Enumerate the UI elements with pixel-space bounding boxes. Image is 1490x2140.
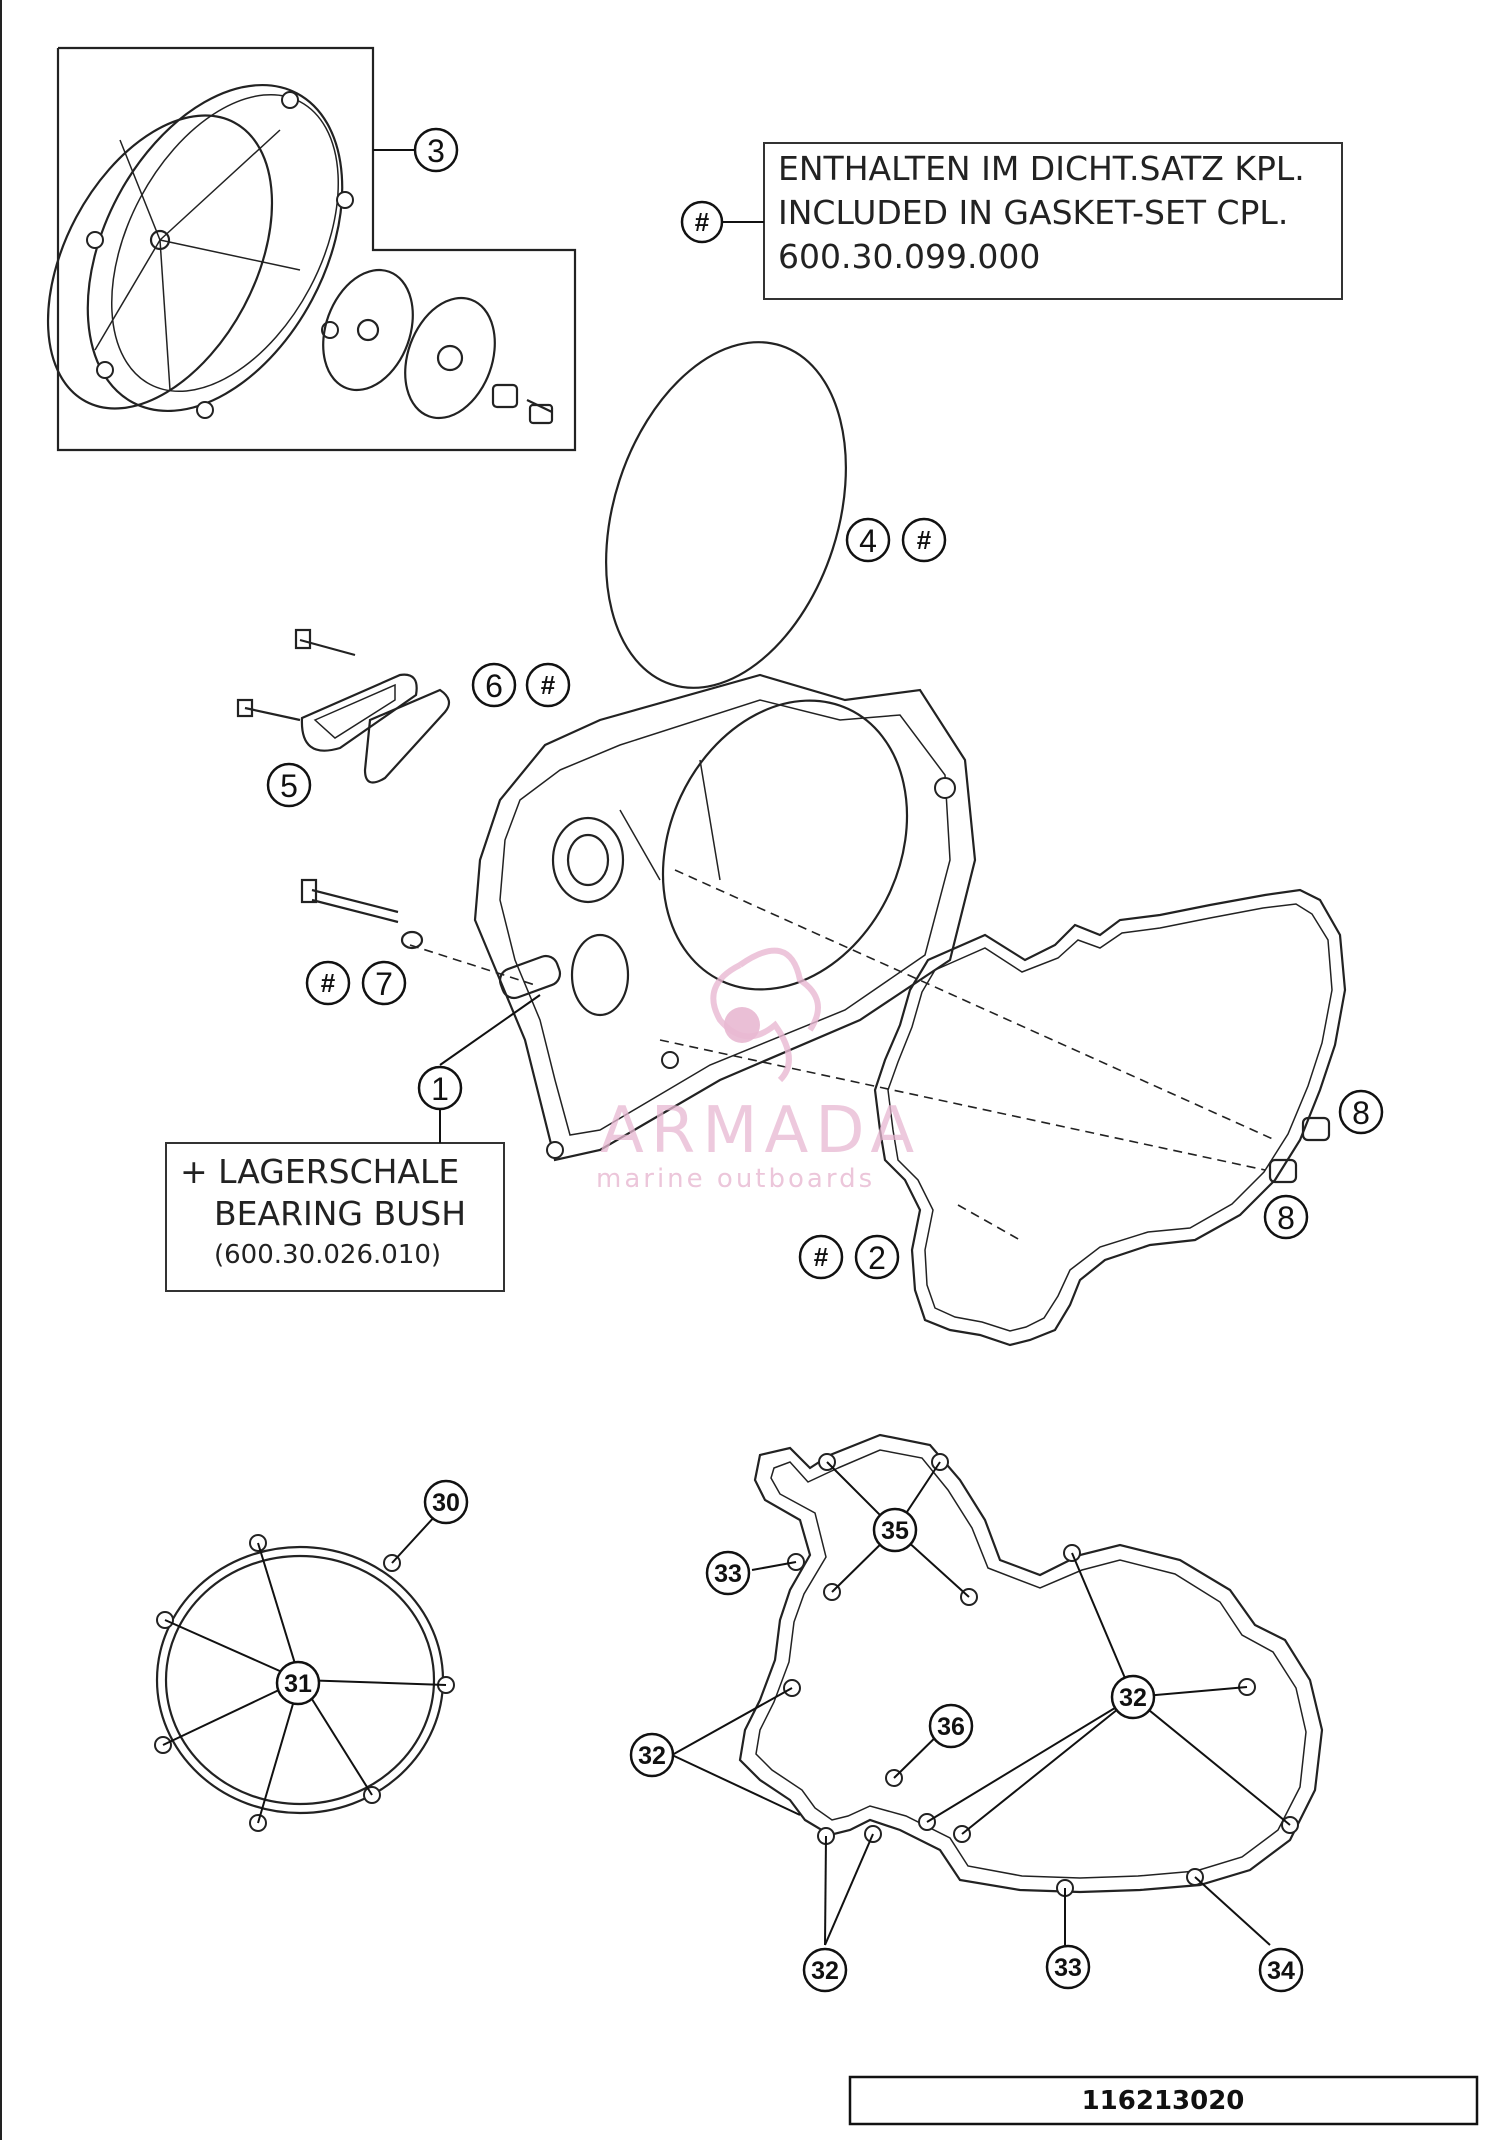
svg-text:8: 8 xyxy=(1352,1095,1370,1131)
assembly-line-upper xyxy=(674,869,1276,1141)
svg-text:4: 4 xyxy=(859,523,877,559)
callout-32-bottom: 32 xyxy=(802,1947,848,1993)
drawing-code: 116213020 xyxy=(848,2075,1479,2126)
svg-text:#: # xyxy=(814,1242,829,1272)
watermark: ARMADA marine outboards xyxy=(596,947,921,1194)
bolt-part-7 xyxy=(300,878,424,950)
svg-text:32: 32 xyxy=(1119,1684,1147,1712)
note-line-1: ENTHALTEN IM DICHT.SATZ KPL. xyxy=(778,149,1305,188)
svg-text:#: # xyxy=(321,968,336,998)
svg-text:34: 34 xyxy=(1267,1957,1295,1985)
watermark-subtitle: marine outboards xyxy=(596,1164,875,1194)
leader-lines xyxy=(162,149,1291,1946)
callout-8-lower: 8 xyxy=(1263,1194,1309,1240)
callout-8-upper: 8 xyxy=(1338,1089,1384,1135)
callout-5: 5 xyxy=(266,762,312,808)
assembly-line-lower xyxy=(659,1039,1266,1171)
callout-34: 34 xyxy=(1258,1947,1304,1993)
drawing-code-box xyxy=(848,2075,1479,2126)
gasket-part-2 xyxy=(873,888,1347,1347)
callout-35: 35 xyxy=(872,1507,918,1553)
callout-30: 30 xyxy=(423,1479,469,1525)
callout-6: 6 xyxy=(471,662,517,708)
callout-36: 36 xyxy=(928,1703,974,1749)
drawing-code-text: 116213020 xyxy=(1082,2086,1245,2116)
bearing-note-box xyxy=(165,1142,505,1292)
bearing-note-line-2: BEARING BUSH xyxy=(214,1194,466,1233)
callout-4-hash: # xyxy=(901,517,947,563)
note-line-2: INCLUDED IN GASKET-SET CPL. xyxy=(778,193,1288,232)
svg-text:#: # xyxy=(917,525,932,555)
bearing-bush-note: + LAGERSCHALE BEARING BUSH (600.30.026.0… xyxy=(165,1142,505,1292)
svg-text:36: 36 xyxy=(937,1713,965,1741)
bearing-note-line-3: (600.30.026.010) xyxy=(214,1240,441,1270)
part-5-6-cover xyxy=(236,628,451,784)
callout-6-hash: # xyxy=(525,662,571,708)
note-hash-marker xyxy=(680,200,724,244)
bushing-part-8-b xyxy=(1268,1158,1298,1184)
svg-text:2: 2 xyxy=(868,1240,886,1276)
svg-text:30: 30 xyxy=(432,1489,460,1517)
cover-gasket-30 xyxy=(154,1534,455,1832)
crankcase-gasket xyxy=(738,1433,1324,1894)
svg-text:7: 7 xyxy=(375,966,393,1002)
svg-text:32: 32 xyxy=(811,1957,839,1985)
svg-text:33: 33 xyxy=(1054,1954,1082,1982)
svg-text:#: # xyxy=(695,207,710,237)
bushing-part-8-a xyxy=(1301,1116,1331,1142)
callout-7: 7 xyxy=(361,960,407,1006)
o-ring-part-4 xyxy=(605,341,847,689)
svg-text:#: # xyxy=(541,670,556,700)
callout-4: 4 xyxy=(845,517,891,563)
watermark-logo-icon xyxy=(724,1007,760,1043)
svg-text:1: 1 xyxy=(431,1071,449,1107)
svg-text:5: 5 xyxy=(280,768,298,804)
note-box xyxy=(763,142,1343,300)
callout-3: 3 xyxy=(413,127,459,173)
callout-2-hash: # xyxy=(798,1234,844,1280)
svg-text:32: 32 xyxy=(638,1742,666,1770)
callout-33-upper: 33 xyxy=(705,1550,751,1596)
callout-1: 1 xyxy=(417,1065,463,1111)
callout-2: 2 xyxy=(854,1234,900,1280)
svg-text:31: 31 xyxy=(284,1670,312,1698)
svg-text:35: 35 xyxy=(881,1517,909,1545)
callout-7-hash: # xyxy=(305,960,351,1006)
bearing-note-line-1: + LAGERSCHALE xyxy=(180,1152,459,1191)
callout-31: 31 xyxy=(275,1660,321,1706)
svg-text:3: 3 xyxy=(427,133,445,169)
note-line-3: 600.30.099.000 xyxy=(778,237,1040,276)
callout-32-left: 32 xyxy=(629,1732,675,1778)
callout-32-right: 32 xyxy=(1110,1674,1156,1720)
part-3-frame xyxy=(56,46,577,452)
part-3-assembly xyxy=(46,46,577,452)
watermark-title: ARMADA xyxy=(600,1094,921,1168)
gasket-set-note: ENTHALTEN IM DICHT.SATZ KPL. INCLUDED IN… xyxy=(680,142,1343,300)
callout-33-bottom: 33 xyxy=(1045,1944,1091,1990)
svg-text:33: 33 xyxy=(714,1560,742,1588)
svg-text:6: 6 xyxy=(485,668,503,704)
main-cover-part-1 xyxy=(473,673,977,1162)
svg-text:8: 8 xyxy=(1277,1200,1295,1236)
